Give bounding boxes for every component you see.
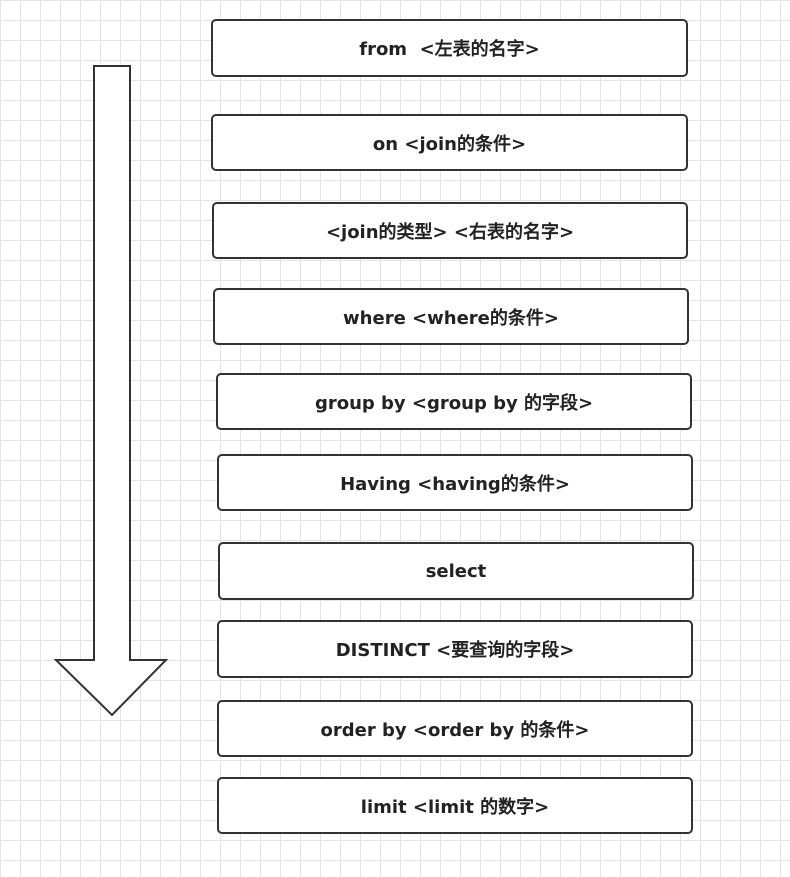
step-limit: limit <limit 的数字>	[217, 777, 693, 834]
step-order-by: order by <order by 的条件>	[217, 700, 693, 757]
step-where: where <where的条件>	[213, 288, 689, 345]
step-label: on <join的条件>	[372, 133, 527, 155]
step-label: <join的类型> <右表的名字>	[325, 221, 575, 243]
step-label: Having <having的条件>	[340, 473, 570, 495]
step-from: from <左表的名字>	[211, 19, 688, 77]
step-distinct: DISTINCT <要查询的字段>	[217, 620, 693, 678]
step-having: Having <having的条件>	[217, 454, 693, 511]
step-label: from <左表的名字>	[359, 39, 540, 60]
step-label: select	[425, 560, 487, 582]
step-label: limit <limit 的数字>	[360, 796, 550, 818]
step-label: group by <group by 的字段>	[314, 392, 594, 414]
step-group-by: group by <group by 的字段>	[216, 373, 692, 430]
step-on: on <join的条件>	[211, 114, 688, 171]
step-label: where <where的条件>	[343, 307, 559, 329]
step-label: DISTINCT <要查询的字段>	[335, 640, 575, 661]
step-join-type: <join的类型> <右表的名字>	[212, 202, 688, 259]
step-select: select	[218, 542, 694, 600]
step-label: order by <order by 的条件>	[320, 719, 590, 741]
down-arrow-shape	[53, 65, 169, 717]
